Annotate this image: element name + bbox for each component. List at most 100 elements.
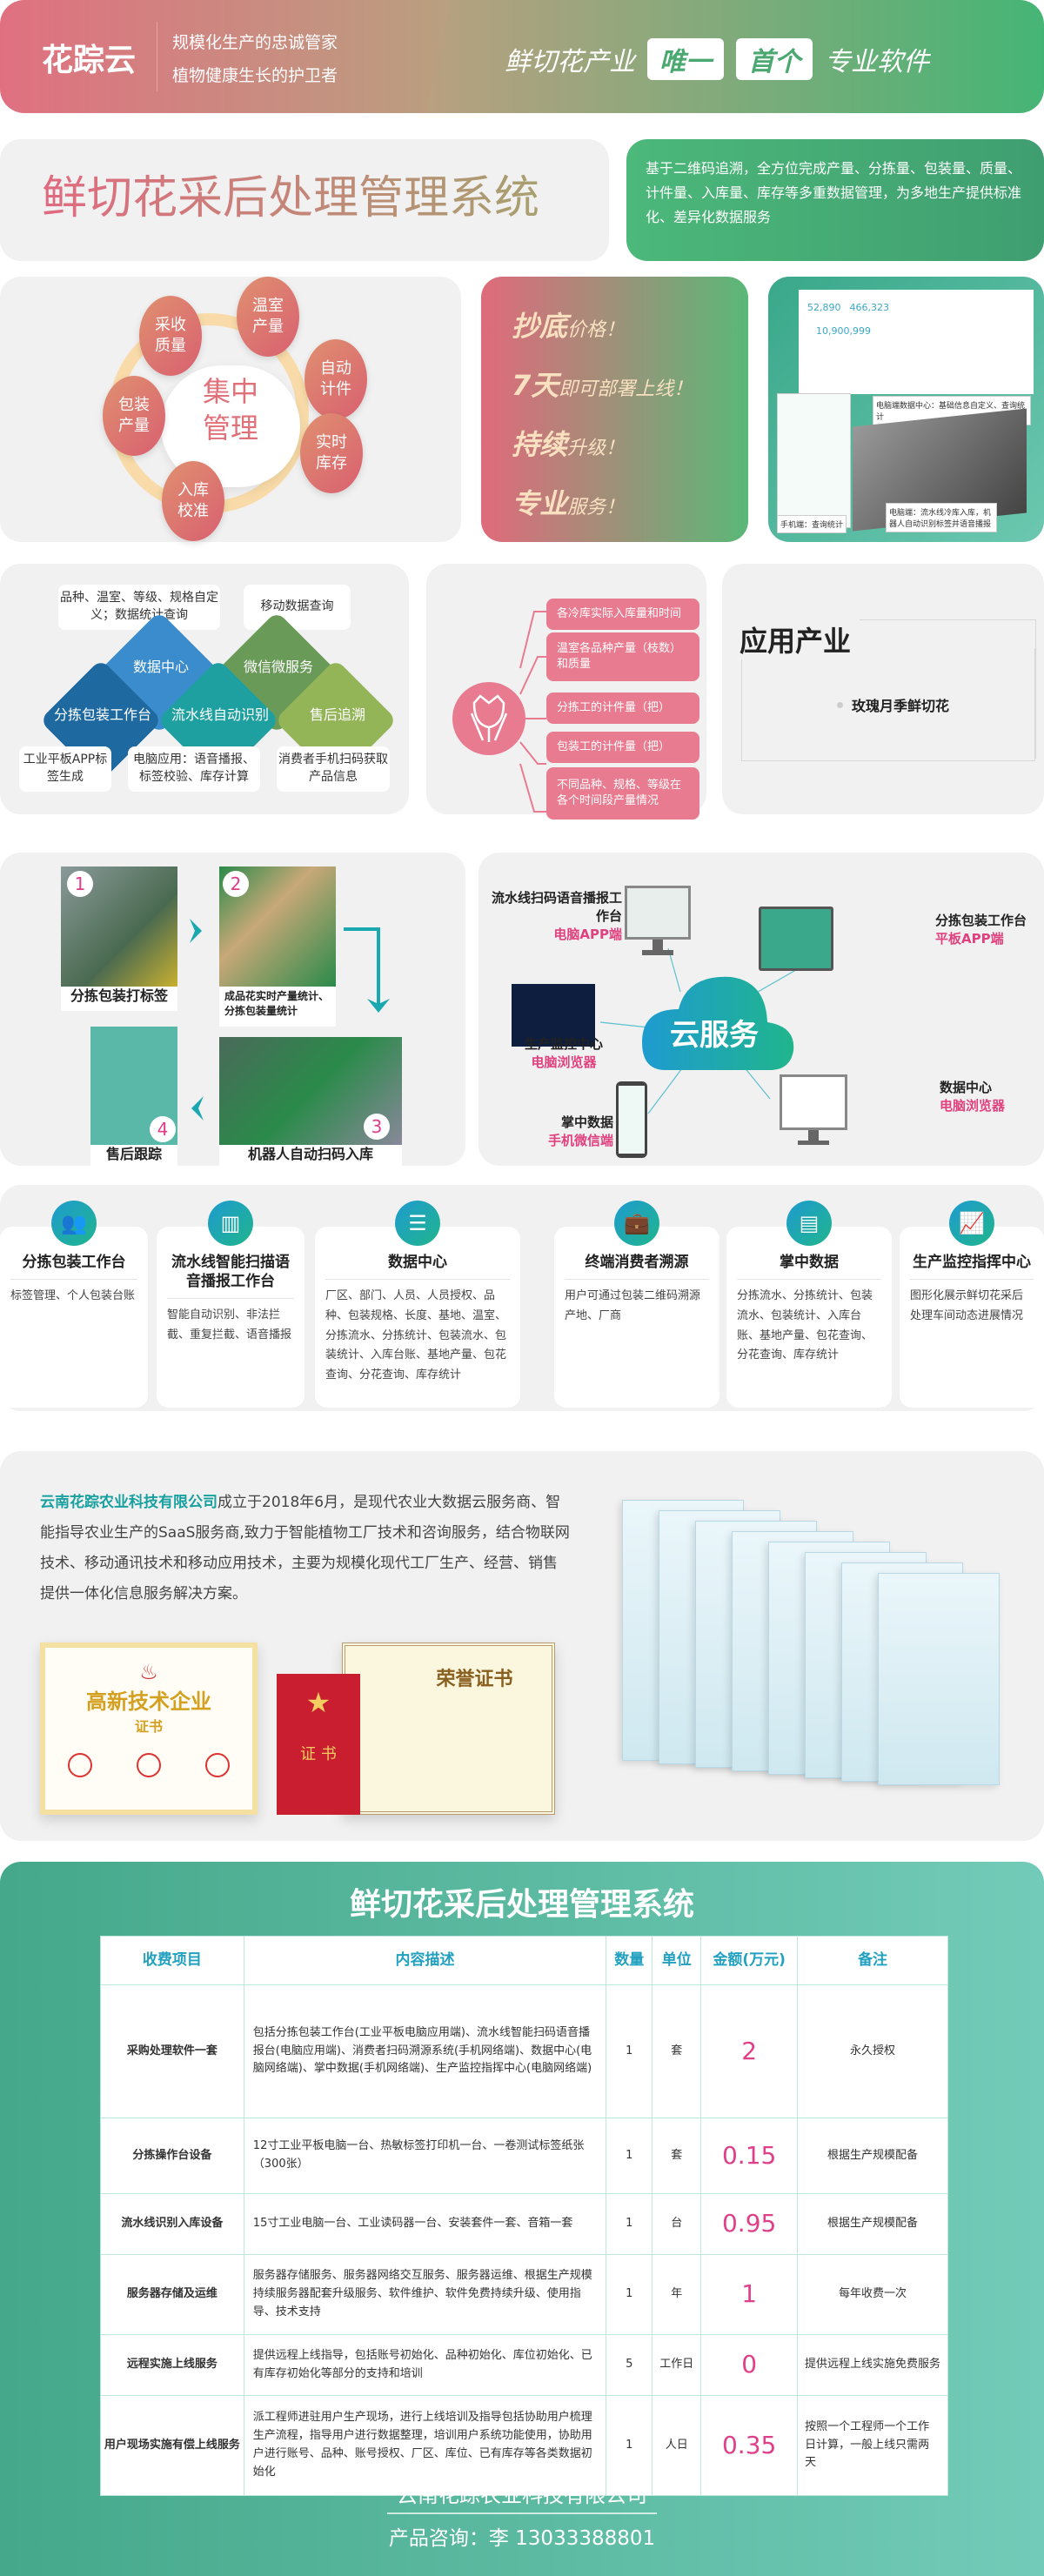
cell-note: 提供远程上线实施免费服务 [797,2334,948,2396]
building-icon: ▥ [208,1201,253,1246]
metric-item: 分拣工的计件量（把） [546,693,699,724]
certificate-red: ★ 证 书 [277,1674,360,1815]
cell-amount: 0.35 [700,2395,799,2496]
metric-item: 不同品种、规格、等级在各个时间段产量情况 [546,767,699,820]
divider [387,2512,657,2514]
emblem-icon: ★ [305,1686,331,1719]
tulip-icon [470,694,508,742]
seal-icon [67,1753,92,1777]
promo-line: 持续升级！ [512,423,693,463]
feature-card: ☰数据中心厂区、部门、人员、人员授权、品种、包装规格、长度、基地、温室、分拣流水… [315,1201,520,1408]
column-header: 金额(万元) [700,1936,799,1985]
arrow-right-icon [190,919,202,943]
dashboard-screen-icon [512,984,595,1047]
device-client: 手机微信端 [547,1133,613,1148]
title-panel [0,139,609,261]
chart-icon: 📈 [949,1201,994,1246]
cell-item: 流水线识别入库设备 [100,2193,244,2255]
industry-frame [741,648,1035,761]
step-number: 2 [223,871,249,897]
promo-strong: 持续 [512,428,568,461]
footer-company: 云南花踪农业科技有限公司 [397,2483,647,2507]
feature-card: 👥分拣包装工作台标签管理、个人包装台账 [0,1201,148,1408]
tagline-1: 规模化生产的忠诚管家 [172,33,338,52]
cloud-icon [642,976,794,1070]
feature-desc: 标签管理、个人包装台账 [10,1289,136,1303]
industry-title: 应用产业 [740,619,860,659]
step-label: 机器人自动扫码入库 [219,1145,402,1166]
promo-rest: 价格！ [567,319,626,341]
footer-contact: 产品咨询：李 13033388801 [388,2527,656,2550]
module-box: 工业平板APP标签生成 [19,746,111,792]
column-header: 备注 [797,1936,948,1985]
slogan-pre: 鲜切花产业 [505,47,635,77]
promo-strong: 专业 [512,487,568,520]
cell-qty: 1 [606,2193,653,2255]
feature-desc: 厂区、部门、人员、人员授权、品种、包装规格、长度、基地、温室、分拣流水、分拣统计… [325,1289,507,1382]
pc-screenshot: 52,890 466,323 10,900,999 [799,290,1034,394]
flame-logo-icon: ♨ [139,1660,158,1684]
cell-note: 根据生产规模配备 [797,2193,948,2255]
metric-connectors [452,611,546,813]
center-label: 集中管理 [202,375,258,445]
cell-unit: 年 [652,2254,702,2335]
column-header: 数量 [606,1936,653,1985]
feature-card: 💼终端消费者溯源用户可通过包装二维码溯源产地、厂商 [554,1201,719,1408]
cell-note: 每年收费一次 [797,2254,948,2335]
brand-banner [0,0,452,113]
cell-unit: 套 [652,1984,702,2118]
arrow-left-icon [191,1096,204,1121]
feature-title: 分拣包装工作台 [10,1253,137,1281]
stat: 10,900,999 [816,325,871,337]
cell-item: 远程实施上线服务 [100,2334,244,2396]
cell-amount: 1 [700,2254,799,2335]
industry-item-label: 玫瑰月季鲜切花 [852,698,950,714]
company-name: 云南花踪农业科技有限公司 [40,1494,218,1511]
briefcase-icon: 💼 [614,1201,659,1246]
cell-note: 永久授权 [797,1984,948,2118]
cert-subtitle: 证书 [134,1718,163,1735]
patent-certificate [878,1573,1000,1785]
badge-first: 首个 [736,38,813,80]
stat: 52,890 [807,302,841,313]
cell-desc: 包括分拣包装工作台(工业平板电脑应用端)、流水线智能扫码语音播报台(电脑应用端)… [243,1984,607,2118]
brand-name: 花踪云 [42,43,137,78]
pricing-title: 鲜切花采后处理管理系统 [349,1887,694,1923]
module-diamond-label: 流水线自动识别 [171,706,269,723]
line-caption: 电脑端：流水线冷库入库，机器人自动识别标签并语音播报 [886,503,997,532]
cell-note: 按照一个工程师一个工作日计算，一般上线只需两天 [797,2395,948,2496]
stat: 466,323 [849,302,890,313]
device-name: 流水线扫码语音播报工作台 [492,890,623,924]
cloud-label: 云服务 [670,1018,759,1053]
promo-strong: 抄底 [512,310,568,343]
device-label: 分拣包装工作台平板APP端 [935,912,1027,948]
cell-item: 用户现场实施有偿上线服务 [100,2395,244,2496]
promo-panel [481,277,748,542]
promo-rest: 服务！ [567,497,626,519]
promo-list: 抄底价格！7天即可部署上线！持续升级！专业服务！ [512,304,693,541]
bullet-icon [837,701,843,708]
cell-qty: 5 [606,2334,653,2396]
step-label: 成品花实时产量统计、分拣包装量统计 [219,987,336,1027]
cell-item: 采购处理软件一套 [100,1984,244,2118]
cell-desc: 派工程师进驻用户生产现场，进行上线培训及指导包括协助用户梳理生产流程，指导用户进… [243,2395,607,2496]
table-row: 远程实施上线服务提供远程上线指导，包括账号初始化、品种初始化、库位初始化、已有库… [100,2334,948,2396]
promo-strong: 7天 [512,369,559,402]
cell-desc: 服务器存储服务、服务器网络交互服务、服务器运维、根据生产规模持续服务器配套升级服… [243,2254,607,2335]
petal-item: 温室产量 [237,277,299,357]
cell-qty: 1 [606,2254,653,2335]
device-label: 掌中数据手机微信端 [544,1114,613,1150]
table-row: 服务器存储及运维服务器存储服务、服务器网络交互服务、服务器运维、根据生产规模持续… [100,2254,948,2335]
cert-title: 证 书 [300,1745,337,1763]
metric-item: 各冷库实际入库量和时间 [546,599,699,630]
module-box: 移动数据查询 [244,585,351,630]
petal-item: 入库校准 [162,461,224,541]
device-client: 电脑浏览器 [531,1054,597,1070]
module-diamond-label: 分拣包装工作台 [53,706,151,723]
certificate-high-tech: ♨ 高新技术企业 证书 [40,1643,258,1815]
column-header: 内容描述 [243,1936,607,1985]
slogan-banner [426,0,1044,113]
industry-panel [722,564,1044,814]
step-number: 4 [150,1116,176,1142]
